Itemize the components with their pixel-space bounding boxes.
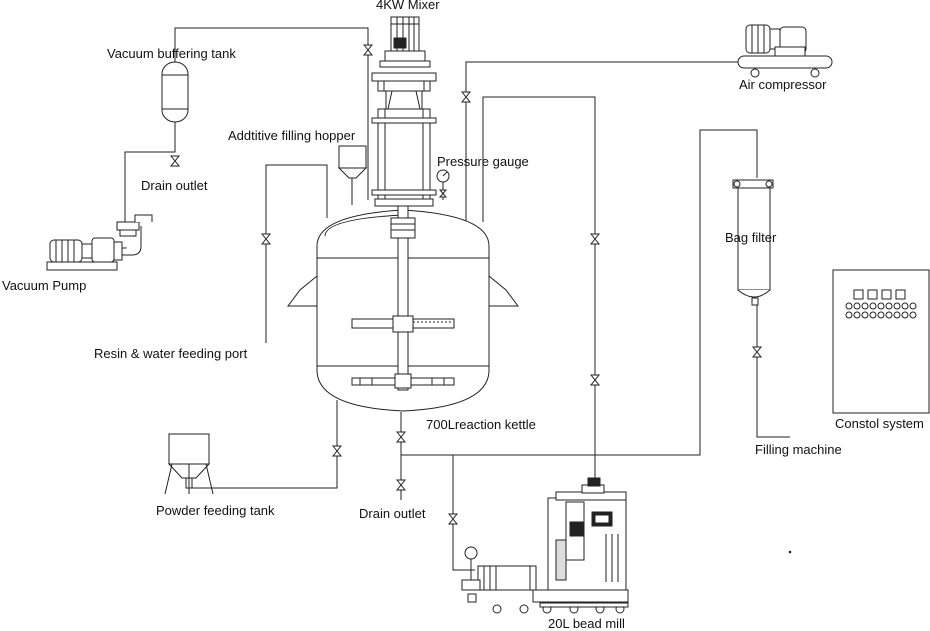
filter-line: [401, 129, 758, 456]
air-line: [465, 61, 742, 222]
label-mixer: 4KW Mixer: [376, 0, 440, 12]
valve-icon: [331, 445, 343, 457]
bag-filter: [732, 179, 774, 306]
label-powder-tank: Powder feeding tank: [156, 503, 275, 518]
label-pressure-gauge: Pressure gauge: [437, 154, 529, 169]
valve-icon: [751, 346, 763, 358]
reaction-kettle: [287, 205, 519, 412]
label-air-compressor: Air compressor: [739, 77, 827, 92]
valves: [169, 44, 763, 525]
indicator-lamps: [845, 302, 917, 319]
resin-line: [265, 164, 328, 343]
valve-icon: [589, 233, 601, 245]
label-bead-mill: 20L bead mill: [548, 616, 625, 631]
return-line: [482, 96, 596, 500]
valve-icon: [169, 155, 181, 167]
vacuum-line: [174, 27, 369, 200]
label-control-system: Constol system: [835, 416, 924, 431]
valve-icon: [460, 91, 472, 103]
label-vacuum-pump: Vacuum Pump: [2, 278, 87, 293]
mill-feed-line: [452, 455, 475, 571]
vacuum-pump: [46, 214, 153, 271]
label-drain-outlet-bottom: Drain outlet: [359, 506, 426, 521]
air-compressor: [737, 24, 833, 78]
label-resin-water-port: Resin & water feeding port: [94, 346, 248, 361]
mixer: [371, 16, 437, 207]
label-reaction-kettle: 700Lreaction kettle: [426, 417, 536, 432]
vacuum-buffer-tank: [161, 61, 189, 123]
powder-line: [190, 400, 338, 489]
buffer-to-pump-line: [124, 122, 176, 222]
label-filling-machine: Filling machine: [755, 442, 842, 457]
valve-icon: [447, 513, 459, 525]
filling-line: [756, 305, 790, 438]
label-bag-filter: Bag filter: [725, 230, 777, 245]
bead-mill: [461, 477, 629, 614]
pressure-gauge: [436, 169, 450, 183]
valve-icon: [589, 374, 601, 386]
valve-icon: [362, 44, 374, 56]
valve-icon: [438, 189, 448, 198]
label-additive-hopper: Addtitive filling hopper: [228, 128, 356, 143]
valve-icon: [260, 233, 272, 245]
valve-icon: [395, 431, 407, 443]
additive-hopper: [337, 145, 368, 179]
label-vacuum-buffer-tank: Vacuum buffering tank: [107, 46, 236, 61]
valve-icon: [395, 479, 407, 491]
powder-feeding-tank: [164, 433, 214, 495]
label-drain-outlet-top: Drain outlet: [141, 178, 208, 193]
pipelines: [124, 27, 790, 571]
stray-dot: [788, 550, 792, 554]
control-cabinet: [832, 269, 930, 414]
